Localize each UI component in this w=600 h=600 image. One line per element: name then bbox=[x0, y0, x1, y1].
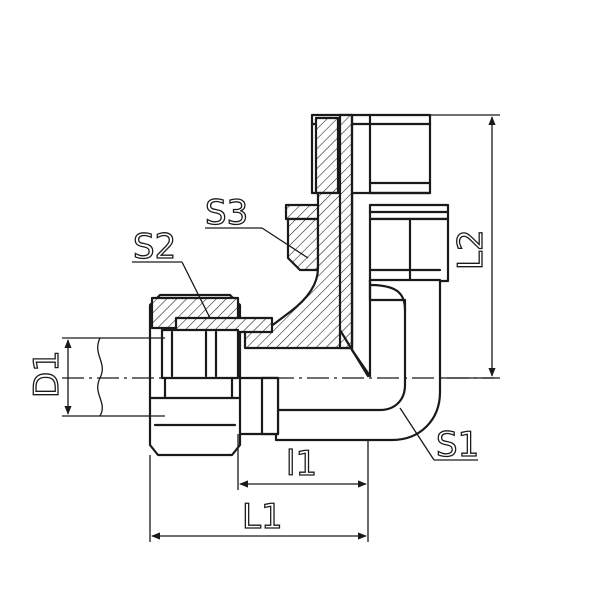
union-nut bbox=[148, 293, 274, 457]
l2-label: L2 bbox=[451, 229, 491, 270]
l1-upper-dimension: l1 bbox=[237, 434, 369, 490]
d1-label: D1 bbox=[27, 350, 67, 398]
l1-lower-dimension: L1 bbox=[149, 455, 369, 542]
l1-lower-label: L1 bbox=[242, 497, 283, 537]
bent-tube bbox=[274, 278, 442, 442]
l1-upper-label: l1 bbox=[286, 444, 317, 484]
s3-label: S3 bbox=[205, 193, 248, 233]
seal-ring bbox=[284, 203, 450, 221]
s3-callout: S3 bbox=[204, 192, 309, 259]
s2-label: S2 bbox=[133, 227, 176, 267]
l2-dimension: L2 bbox=[430, 114, 500, 379]
lock-nut bbox=[286, 217, 450, 283]
d1-dimension: D1 bbox=[26, 337, 165, 417]
elbow-body bbox=[243, 113, 372, 378]
tube-stub bbox=[236, 376, 280, 436]
s1-label: S1 bbox=[436, 425, 479, 465]
s2-callout: S2 bbox=[132, 226, 211, 319]
stud-end bbox=[310, 113, 432, 195]
s1-callout: S1 bbox=[399, 407, 480, 466]
